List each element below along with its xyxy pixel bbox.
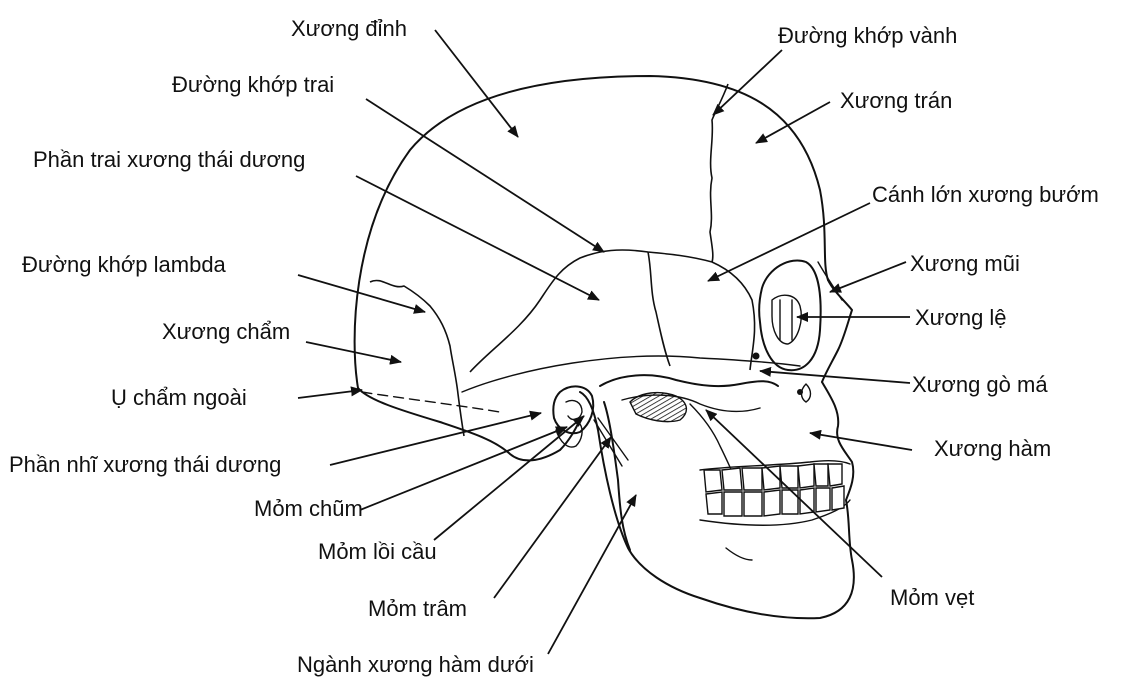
mandibular-notch-shading: [630, 393, 686, 422]
lacrimal-groove: [780, 300, 792, 340]
label-duong-khop-vanh: Đường khớp vành: [778, 23, 957, 48]
ear-region: [553, 386, 593, 433]
leader-xuong-ham: [810, 433, 912, 450]
zygomatic-arch: [600, 375, 778, 386]
label-xuong-go-ma: Xương gò má: [912, 372, 1048, 397]
label-xuong-mui: Xương mũi: [910, 251, 1020, 276]
label-mom-vet: Mỏm vẹt: [890, 585, 974, 610]
sphenoid-front-suture: [712, 262, 755, 370]
orbit-outline: [759, 260, 820, 370]
leader-u-cham-ngoai: [298, 390, 362, 398]
label-xuong-le: Xương lệ: [915, 305, 1007, 330]
label-mom-loi-cau: Mỏm lồi cầu: [318, 539, 437, 564]
leader-phan-trai: [356, 176, 599, 300]
styloid-process: [594, 420, 622, 466]
label-duong-khop-lambda: Đường khớp lambda: [22, 252, 227, 277]
coronal-suture: [710, 84, 728, 262]
leader-canh-lon: [708, 203, 870, 281]
label-phan-trai-xuong-thai-duong: Phần trai xương thái dương: [33, 147, 305, 172]
skull-outline: [355, 76, 828, 388]
label-xuong-dinh: Xương đỉnh: [291, 16, 407, 41]
skull-drawing: [355, 76, 854, 618]
label-xuong-tran: Xương trán: [840, 88, 952, 113]
label-xuong-cham: Xương chẩm: [162, 319, 290, 344]
leader-duong-khop-trai: [366, 99, 604, 252]
leader-mom-tram: [494, 437, 611, 598]
leader-xuong-dinh: [435, 30, 518, 137]
label-xuong-ham: Xương hàm: [934, 436, 1051, 461]
label-nganh-xuong-ham-duoi: Ngành xương hàm dưới: [297, 652, 534, 677]
leader-mom-chum: [360, 427, 567, 510]
label-mom-chum: Mỏm chũm: [254, 496, 363, 521]
leader-duong-khop-vanh: [713, 50, 782, 115]
chin-detail: [726, 548, 752, 560]
nasal-aperture: [802, 384, 811, 402]
mental-foramen: [797, 389, 803, 395]
leader-nganh-xuong-ham: [548, 495, 636, 654]
label-u-cham-ngoai: Ụ chẩm ngoài: [111, 385, 247, 410]
leader-xuong-cham: [306, 342, 401, 362]
sphenoid-suture: [648, 252, 670, 366]
leader-duong-khop-lambda: [298, 275, 425, 312]
nasal-bone: [818, 262, 842, 300]
leader-xuong-tran: [756, 102, 830, 143]
squamous-suture: [470, 250, 712, 372]
ear-inner: [566, 400, 582, 419]
leader-xuong-go-ma: [760, 371, 910, 383]
label-phan-nhi-xuong-thai-duong: Phần nhĩ xương thái dương: [9, 452, 281, 477]
forehead-outline: [822, 280, 852, 382]
labels: Xương đỉnh Đường khớp vành Đường khớp tr…: [9, 16, 1099, 677]
label-duong-khop-trai: Đường khớp trai: [172, 72, 334, 97]
temporal-line: [462, 356, 800, 392]
lacrimal-bone: [772, 295, 801, 344]
infraorbital-foramen: [753, 353, 760, 360]
leader-xuong-mui: [830, 262, 906, 292]
label-canh-lon-xuong-buom: Cánh lớn xương bướm: [872, 182, 1099, 207]
label-mom-tram: Mỏm trâm: [368, 596, 467, 621]
